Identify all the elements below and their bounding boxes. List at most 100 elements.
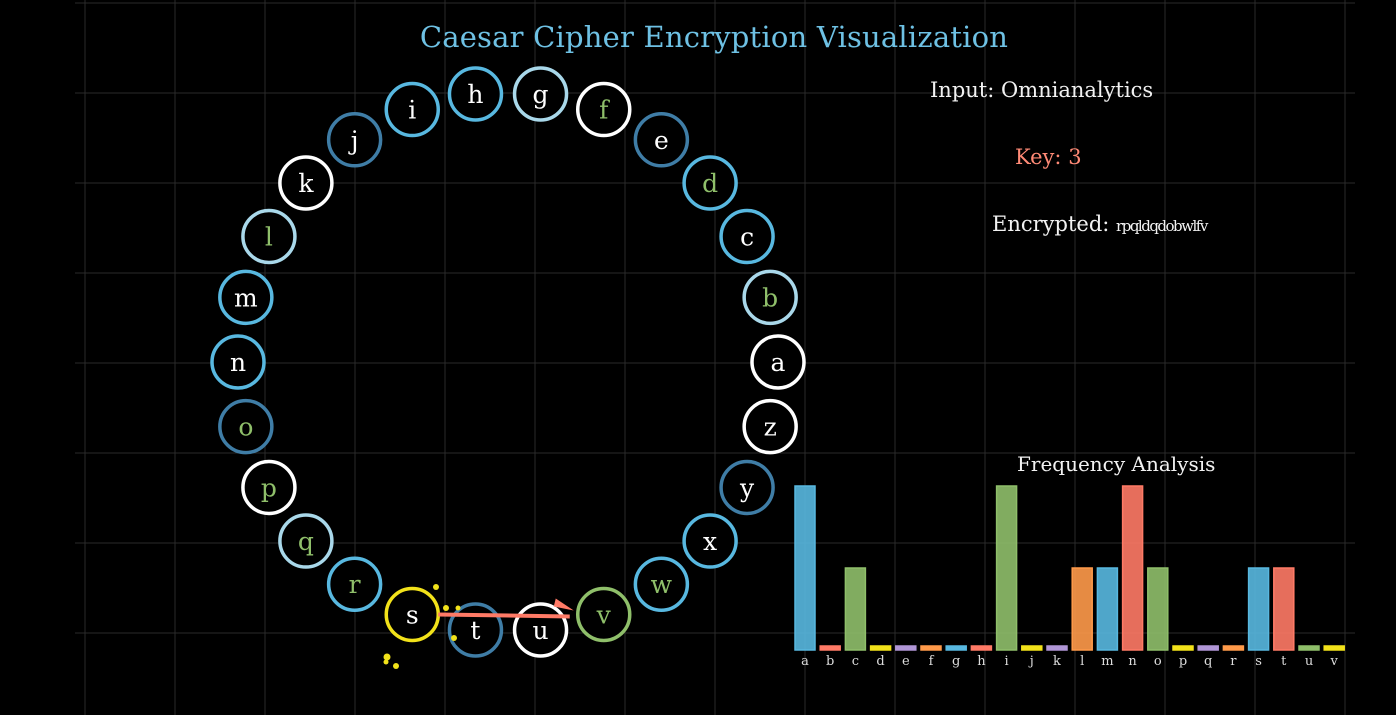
spark-dot [451,635,457,641]
freq-tick-e: e [902,654,910,669]
freq-bar-n [1121,485,1144,651]
wheel-letter-p: p [241,459,297,516]
freq-tick-f: f [929,654,935,669]
letter-label: x [703,527,717,556]
freq-bar-g [945,645,967,651]
freq-tick-h: h [977,654,986,669]
wheel-letter-j: j [326,112,383,168]
wheel-letter-v: v [575,586,632,643]
letter-label: f [599,96,610,125]
freq-tick-j: j [1028,654,1034,669]
input-value: Omnianalytics [1001,78,1154,102]
freq-bar-o [1147,567,1169,651]
wheel-letter-n: n [210,334,266,390]
wheel-letter-i: i [384,81,441,138]
freq-tick-b: b [826,654,834,669]
letter-label: g [533,80,549,109]
wheel-letter-k: k [278,155,334,211]
freq-bar-i [995,485,1018,651]
letter-ring [742,398,798,455]
freq-bar-j [1021,645,1043,651]
letter-label: b [762,283,778,312]
freq-bar-d [869,645,892,651]
freq-tick-o: o [1154,654,1162,669]
freq-tick-v: v [1330,654,1339,669]
wheel-letter-a: a [750,334,806,390]
letter-ring [218,269,274,326]
letter-ring [682,155,738,211]
encrypted-value: rpqldqdobwlfv [1116,217,1208,235]
arrow-head [553,598,574,611]
letter-ring [278,513,334,569]
wheel-letter-y: y [719,459,775,516]
wheel-letter-o: o [218,398,274,455]
letter-ring [719,459,775,516]
letter-ring [218,398,274,455]
letter-label: r [349,570,361,599]
letter-label: o [238,413,253,442]
letter-ring [241,208,297,265]
arrow-shaft [438,612,570,619]
letter-label: c [740,223,754,252]
letter-label: m [234,283,258,312]
freq-bar-v [1323,645,1345,651]
freq-bar-e [895,645,917,651]
wheel-letter-u: u [512,602,569,658]
spark-dot [443,605,449,611]
freq-tick-r: r [1230,654,1237,669]
letter-ring [326,556,383,612]
wheel-letter-l: l [241,208,297,265]
letter-label: w [651,570,673,599]
input-row: Input: Omnianalytics [930,78,1153,102]
letter-label: y [739,473,755,502]
input-label: Input: [930,78,995,102]
key-value: 3 [1068,145,1082,169]
letter-label: d [702,169,718,198]
letter-label: n [230,348,246,377]
letter-ring [682,513,738,569]
wheel-letter-t: t [447,602,504,658]
freq-tick-l: l [1080,654,1084,669]
freq-bar-f [920,645,942,651]
letter-ring [742,269,798,326]
letter-label: u [532,616,548,645]
freq-bar-b [819,645,841,651]
wheel-letter-m: m [218,269,274,326]
letter-ring [384,81,441,138]
freq-bar-a [794,485,816,651]
letter-label: t [470,616,480,645]
wheel-letter-f: f [575,81,632,138]
letter-ring [633,112,690,168]
freq-tick-n: n [1128,654,1137,669]
letter-label: i [408,96,416,125]
spark-dot [433,584,439,590]
spark-dot [455,605,461,611]
letter-label: q [298,527,314,556]
letter-ring [278,155,334,211]
shift-arrow [383,584,574,669]
freq-bar-m [1096,567,1119,651]
wheel-letter-s: s [384,586,441,643]
letter-label: a [771,348,786,377]
letter-ring [512,66,569,122]
letter-label: h [467,80,483,109]
spark-dot [383,653,391,661]
freq-bar-k [1046,645,1068,651]
key-label: Key: [1015,145,1062,169]
freq-tick-a: a [801,654,809,669]
freq-tick-s: s [1255,654,1262,669]
freq-bar-l [1071,567,1093,651]
spark-dot [383,659,389,665]
freq-tick-i: i [1005,654,1009,669]
letter-ring [241,459,297,516]
wheel-letter-r: r [326,556,383,612]
spark-dot [393,663,399,669]
letter-ring [750,334,806,390]
letter-ring [447,66,504,122]
freq-tick-q: q [1204,654,1212,669]
freq-tick-d: d [876,654,884,669]
letter-ring [633,556,690,612]
freq-bar-r [1222,645,1245,651]
